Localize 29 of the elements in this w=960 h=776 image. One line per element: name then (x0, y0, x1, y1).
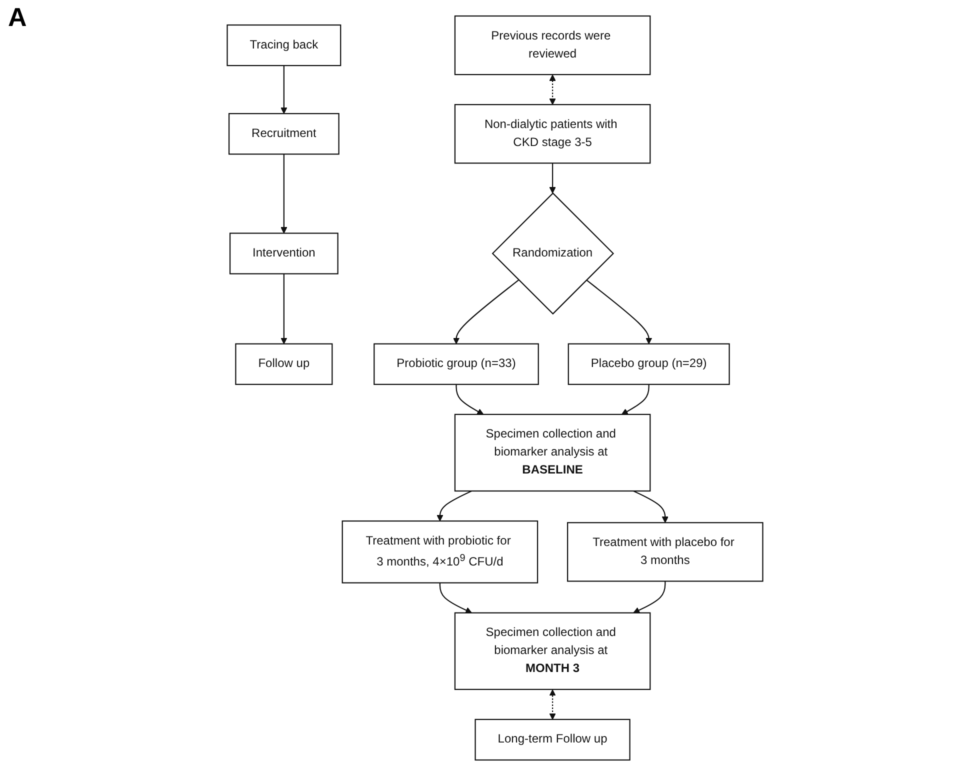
arrow (452, 280, 520, 344)
arrow (633, 490, 668, 523)
node-box: Probiotic group (n=33) (374, 343, 539, 385)
node-box: Treatment with placebo for 3 months (567, 522, 764, 582)
node-box: Specimen collection and biomarker analysis at BASELINE (454, 414, 651, 492)
arrow (549, 74, 556, 105)
node-box: Tracing back (226, 24, 342, 66)
node-box: Recruitment (228, 113, 340, 155)
arrow (436, 490, 472, 522)
node-box: Follow up (235, 343, 333, 385)
node-diamond: Randomization (492, 192, 614, 315)
arrow (456, 384, 484, 415)
arrow (549, 163, 556, 194)
node-box: Intervention (229, 232, 338, 274)
node-box: Specimen collection and biomarker analysis at MONTH 3 (454, 612, 651, 690)
node-box: Long-term Follow up (474, 718, 630, 761)
arrow (280, 154, 288, 234)
node-box: Placebo group (n=29) (568, 343, 730, 385)
arrow (633, 581, 666, 614)
arrow (549, 689, 556, 720)
panel-letter: A (8, 2, 27, 33)
node-box: Non-dialytic patients with CKD stage 3-5 (454, 104, 651, 164)
arrow (586, 280, 652, 344)
node-box: Previous records were reviewed (454, 15, 651, 76)
arrow (280, 274, 288, 344)
arrow (280, 66, 288, 114)
node-box: Treatment with probiotic for 3 months, 4×10$^{9}$ CFU/d (342, 520, 538, 584)
arrow (621, 384, 650, 415)
arrow (439, 582, 472, 614)
